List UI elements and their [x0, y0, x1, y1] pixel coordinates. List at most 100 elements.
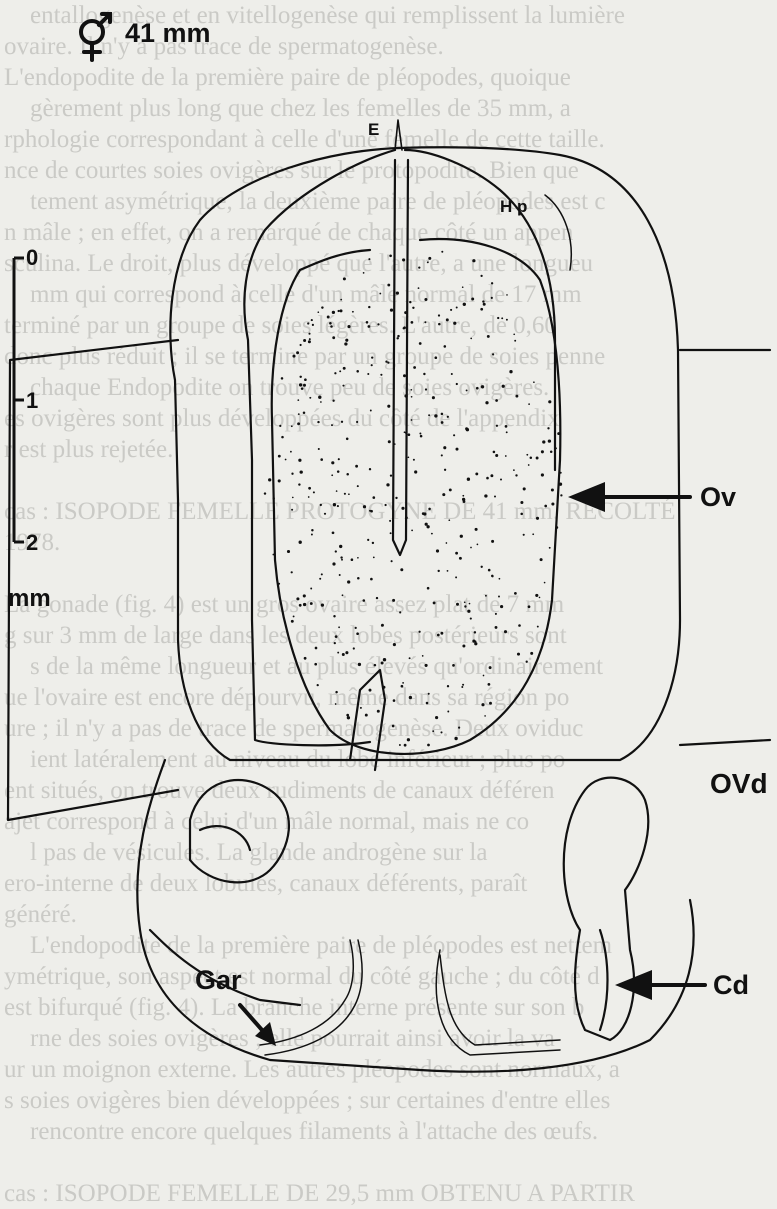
stipple-dot	[411, 321, 414, 324]
stipple-dot	[356, 421, 358, 423]
stipple-dot	[332, 311, 335, 314]
stipple-dot	[401, 685, 404, 688]
stipple-dot	[441, 413, 444, 416]
stipple-dot	[491, 540, 494, 543]
stipple-dot	[560, 494, 562, 496]
stipple-dot	[557, 432, 560, 435]
stipple-dot	[485, 595, 487, 597]
stipple-dot	[334, 372, 336, 374]
stipple-dot	[436, 549, 439, 552]
stipple-dot	[435, 716, 438, 719]
stipple-dot	[477, 544, 479, 546]
stipple-dot	[278, 583, 280, 585]
stipple-dot	[292, 355, 295, 358]
stipple-dot	[541, 450, 544, 453]
stipple-dot	[363, 599, 366, 602]
stipple-dot	[377, 710, 380, 713]
stipple-dot	[374, 664, 377, 667]
stipple-dot	[442, 493, 445, 496]
label-OVd: OVd	[710, 768, 768, 800]
stipple-dot	[506, 294, 508, 296]
stipple-dot	[372, 542, 374, 544]
stipple-dot	[453, 322, 456, 325]
stipple-dot	[339, 574, 341, 576]
stipple-dot	[544, 505, 547, 508]
label-Ov: Ov	[700, 482, 736, 513]
stipple-dot	[431, 533, 433, 535]
stipple-dot	[463, 303, 466, 306]
stipple-dot	[370, 410, 372, 412]
stipple-dot	[425, 523, 428, 526]
stipple-dot	[427, 744, 430, 747]
stipple-dot	[426, 702, 429, 705]
stipple-dot	[404, 394, 407, 397]
stipple-dot	[547, 427, 549, 429]
stipple-dot	[485, 401, 488, 404]
stipple-dot	[291, 571, 293, 573]
stipple-dot	[513, 333, 515, 335]
stipple-dot	[526, 454, 528, 456]
stipple-dot	[291, 620, 294, 623]
stipple-dot	[434, 356, 437, 359]
stipple-dot	[310, 588, 312, 590]
stipple-dot	[528, 605, 531, 608]
stipple-dot	[392, 725, 395, 728]
stipple-dot	[337, 470, 340, 473]
stipple-dot	[338, 626, 340, 628]
stipple-dot	[281, 377, 284, 380]
genital-lobe-left	[200, 826, 250, 850]
stipple-dot	[470, 618, 472, 620]
stipple-dot	[461, 686, 463, 688]
stipple-dot	[303, 603, 306, 606]
stipple-dot	[551, 502, 554, 505]
stipple-dot	[307, 322, 309, 324]
stipple-dot	[365, 714, 368, 717]
stipple-dot	[298, 483, 300, 485]
stipple-dot	[357, 557, 359, 559]
stipple-dot	[347, 716, 350, 719]
stipple-dot	[441, 421, 444, 424]
stipple-dot	[387, 362, 389, 364]
stipple-dot	[532, 533, 534, 535]
stipple-dot	[424, 298, 427, 301]
stipple-dot	[311, 319, 313, 321]
stipple-dot	[371, 364, 373, 366]
stipple-dot	[335, 635, 338, 638]
stipple-dot	[387, 405, 390, 408]
stipple-dot	[367, 539, 369, 541]
stipple-dot	[338, 310, 340, 312]
stipple-dot	[299, 604, 302, 607]
stipple-dot	[474, 631, 476, 633]
stipple-dot	[438, 570, 440, 572]
stipple-dot	[488, 683, 491, 686]
stipple-dot	[340, 556, 342, 558]
stipple-dot	[291, 425, 293, 427]
stipple-dot	[517, 653, 520, 656]
stipple-dot	[338, 458, 340, 460]
stipple-dot	[494, 495, 496, 497]
stipple-dot	[386, 483, 389, 486]
stipple-dot	[495, 454, 498, 457]
stipple-dot	[320, 504, 322, 506]
stipple-dot	[377, 323, 379, 325]
stipple-dot	[344, 342, 347, 345]
stipple-dot	[475, 472, 478, 475]
stipple-dot	[299, 541, 302, 544]
stipple-dot	[487, 335, 490, 338]
stipple-dot	[492, 353, 494, 355]
stipple-dot	[444, 469, 446, 471]
stipple-dot	[495, 399, 498, 402]
stipple-dot	[520, 513, 523, 516]
stipple-dot	[346, 714, 349, 717]
stipple-dot	[393, 699, 396, 702]
stipple-dot	[405, 432, 407, 434]
stipple-dot	[455, 552, 458, 555]
stipple-dot	[428, 257, 431, 260]
stipple-dot	[447, 416, 449, 418]
stipple-dot	[391, 560, 393, 562]
gar-arrow-icon	[240, 1005, 276, 1046]
stipple-dot	[314, 663, 317, 666]
stipple-dot	[360, 707, 362, 709]
stipple-dot	[472, 259, 475, 262]
stipple-dot	[395, 497, 397, 499]
